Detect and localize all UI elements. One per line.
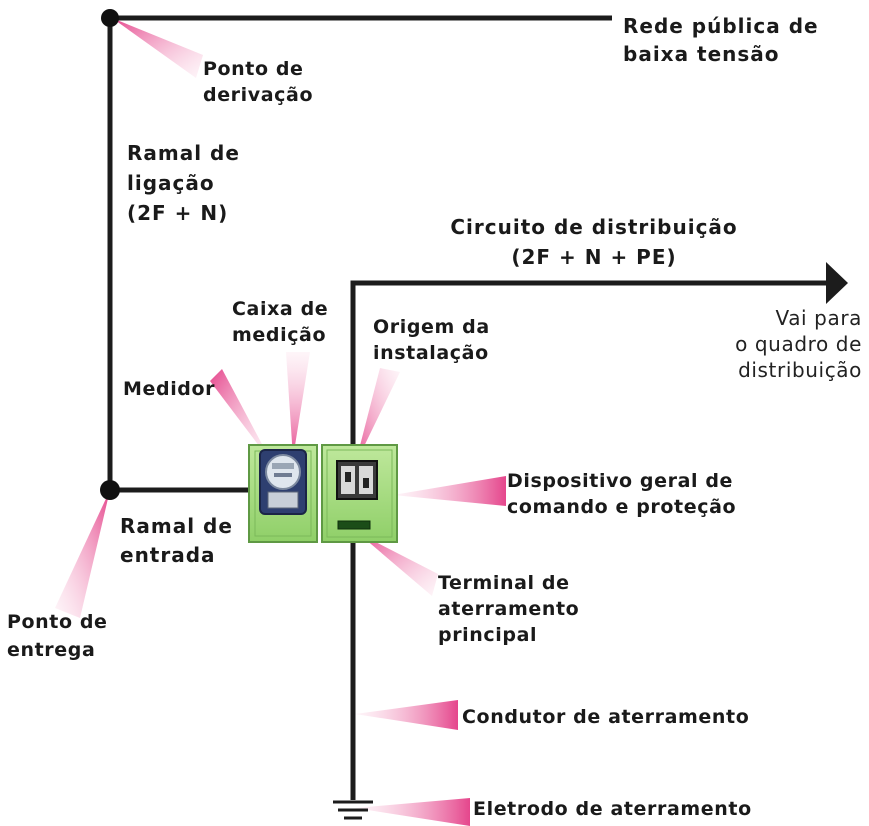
pointer-wedges [55,18,506,826]
pointer-medidor [210,369,272,463]
caixa-medicao-box [248,444,318,543]
ground-symbol [333,800,373,820]
origem-instalacao-label: Origem da instalação [373,316,490,364]
pointer-ponto-entrega [55,490,110,618]
pointer-dispositivo-geral [393,476,506,506]
ponto-entrega-dot [100,480,120,500]
medidor-device [259,449,307,515]
circuito-distribuicao-label: Circuito de distribuição (2F + N + PE) [450,215,738,269]
ramal-entrada-label: Ramal de entrada [120,514,233,567]
pointer-eletrodo-aterramento [355,798,470,826]
origem-instalacao-box [321,444,398,543]
dispositivo-geral-label: Dispositivo geral de comando e proteção [507,470,737,518]
ramal-ligacao-label: Ramal de ligação (2F + N) [127,141,240,225]
dispositivo-geral-device [336,460,378,500]
ponto-derivacao-dot [101,9,119,27]
condutor-aterramento-label: Condutor de aterramento [462,706,750,728]
pointer-caixa-medicao [286,352,310,458]
terminal-aterramento-bar [337,520,371,530]
terminal-aterramento-label: Terminal de aterramento principal [438,572,580,646]
pointer-origem-instalacao [355,368,400,465]
conductors [107,15,828,800]
pointer-terminal-aterramento [358,533,438,596]
eletrodo-aterramento-label: Eletrodo de aterramento [473,798,752,820]
distribution-arrowhead [826,262,848,304]
caixa-medicao-label: Caixa de medição [232,298,329,346]
rede-publica-label: Rede pública de baixa tensão [623,14,819,66]
ponto-entrega-label: Ponto de entrega [7,611,108,661]
circuito-distribuicao-line [350,280,828,445]
pointer-ponto-derivacao [112,18,203,78]
medidor-label: Medidor [123,378,216,400]
ponto-derivacao-label: Ponto de derivação [203,58,314,106]
vai-para-label: Vai para o quadro de distribuição [735,306,862,382]
pointer-condutor-aterramento [355,700,458,730]
